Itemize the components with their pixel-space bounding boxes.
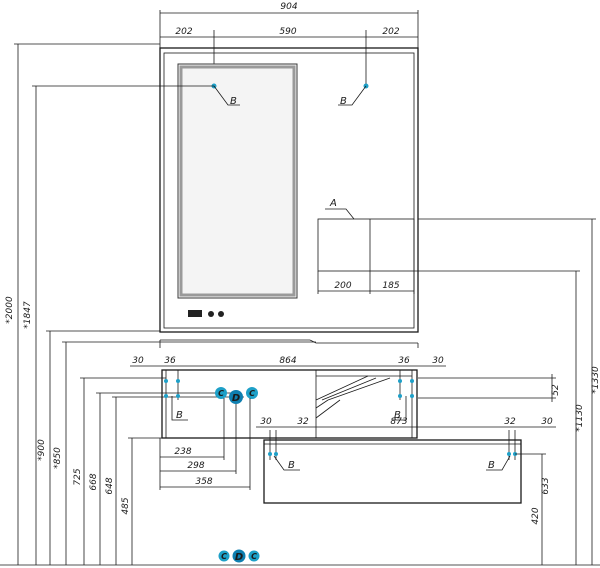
dim-lower-30: 30 — [260, 417, 272, 427]
dim-h-1130: *1130 — [575, 404, 585, 432]
dim-cab-left-30: 30 — [132, 356, 144, 366]
dim-w-298: 298 — [187, 461, 204, 471]
dim-h-633: 633 — [541, 477, 551, 494]
dim-mirror-left: 202 — [175, 27, 192, 37]
label-b-2: B — [340, 96, 347, 107]
dim-shelf-200: 200 — [334, 281, 351, 291]
mount-point-icon — [268, 452, 272, 456]
right-height-dimensions: *1330 *1130 633 420 — [414, 218, 600, 565]
dim-mirror-top-height: *1847 — [23, 301, 33, 329]
dim-h-668: 668 — [89, 473, 99, 490]
dim-h-900: *900 — [37, 439, 47, 461]
mount-point-icon — [398, 379, 402, 383]
label-b-3: B — [176, 410, 183, 421]
svg-text:C: C — [249, 389, 255, 398]
dim-lower-width: 873 — [390, 417, 407, 427]
label-b-6: B — [488, 460, 495, 471]
dim-overall-width: 904 — [280, 2, 297, 12]
mount-point-icon — [176, 379, 180, 383]
mount-point-icon — [398, 394, 402, 398]
dim-h-420: 420 — [531, 507, 541, 524]
dim-h-1330: *1330 — [591, 366, 600, 394]
dim-h-485: 485 — [121, 497, 131, 514]
mount-point-icon — [410, 394, 414, 398]
svg-text:C: C — [251, 552, 257, 561]
dim-shelf-185: 185 — [382, 281, 399, 291]
dim-lower-right-32: 32 — [504, 417, 516, 427]
dim-h-850: *850 — [53, 447, 63, 469]
dim-lower-32: 32 — [297, 417, 309, 427]
left-height-dimensions: *2000 *1847 *900 *850 725 668 648 485 — [5, 43, 316, 565]
mount-point-icon — [274, 452, 278, 456]
dim-mirror-right: 202 — [382, 27, 399, 37]
cdc-badges-bottom: C D C — [218, 549, 260, 563]
dim-h-648: 648 — [105, 477, 115, 494]
dim-cab-width: 864 — [279, 356, 296, 366]
offset-dimensions: 238 298 358 — [159, 398, 251, 490]
badge-c — [248, 550, 260, 562]
dim-mirror-center: 590 — [279, 27, 296, 37]
mount-point-icon — [164, 379, 168, 383]
badge-d — [232, 549, 246, 563]
dim-cab-right-36: 36 — [398, 356, 410, 366]
mirror-cabinet: 200 185 A — [159, 47, 419, 333]
cdc-badges-upper: C D C — [215, 387, 258, 404]
badge-c — [246, 387, 258, 399]
svg-text:C: C — [221, 552, 227, 561]
svg-text:D: D — [235, 552, 243, 563]
dim-h-52: 52 — [551, 384, 561, 396]
dim-cab-right-30: 30 — [432, 356, 444, 366]
badge-c — [215, 387, 227, 399]
mount-point-icon — [410, 379, 414, 383]
dim-cab-left-36: 36 — [164, 356, 176, 366]
mount-point-icon — [507, 452, 511, 456]
dim-w-358: 358 — [195, 477, 212, 487]
label-b-4: B — [394, 410, 401, 421]
shelf-a — [317, 218, 415, 272]
svg-text:D: D — [232, 393, 240, 404]
mirror-panel — [177, 63, 298, 299]
lower-cabinet: 30 32 873 32 30 B B — [256, 417, 556, 504]
svg-text:C: C — [218, 389, 224, 398]
dim-w-238: 238 — [174, 447, 191, 457]
mount-point-icon — [176, 394, 180, 398]
dim-lower-right-30: 30 — [541, 417, 553, 427]
badge-d — [229, 390, 243, 404]
mount-point-icon — [164, 394, 168, 398]
label-a: A — [329, 198, 337, 209]
label-b-5: B — [288, 460, 295, 471]
label-b-1: B — [230, 96, 237, 107]
sensor-icon — [208, 311, 214, 317]
sensor-icon — [218, 311, 224, 317]
badge-c — [218, 550, 230, 562]
dim-h-725: 725 — [73, 468, 83, 485]
switch-icon — [188, 310, 202, 317]
led-strip — [179, 65, 296, 297]
upper-base-cabinet: 30 36 864 36 30 B B 52 — [130, 339, 561, 439]
dim-total-height: *2000 — [5, 296, 15, 324]
